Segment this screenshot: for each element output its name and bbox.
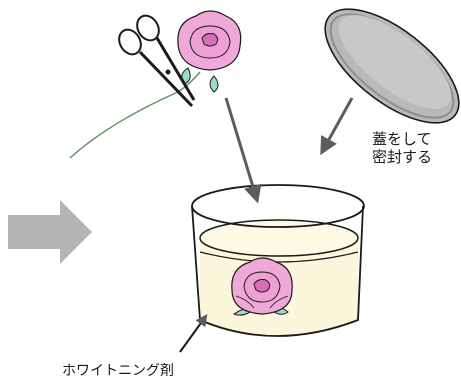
- seal-instruction-line-2: 密封する: [372, 148, 433, 166]
- scissors-icon: [118, 14, 196, 108]
- rose-to-jar-arrow: [224, 97, 262, 204]
- cut-rose-icon: [69, 10, 242, 159]
- process-arrow-icon: [8, 200, 92, 264]
- lid-icon: [324, 8, 460, 124]
- solution-pointer-arrow: [179, 314, 208, 353]
- rose-icon: [231, 257, 293, 316]
- seal-instruction-line-1: 蓋をして: [372, 130, 432, 148]
- lid-to-jar-arrow: [320, 97, 354, 156]
- whitening-agent-label: ホワイトニング剤: [62, 363, 174, 379]
